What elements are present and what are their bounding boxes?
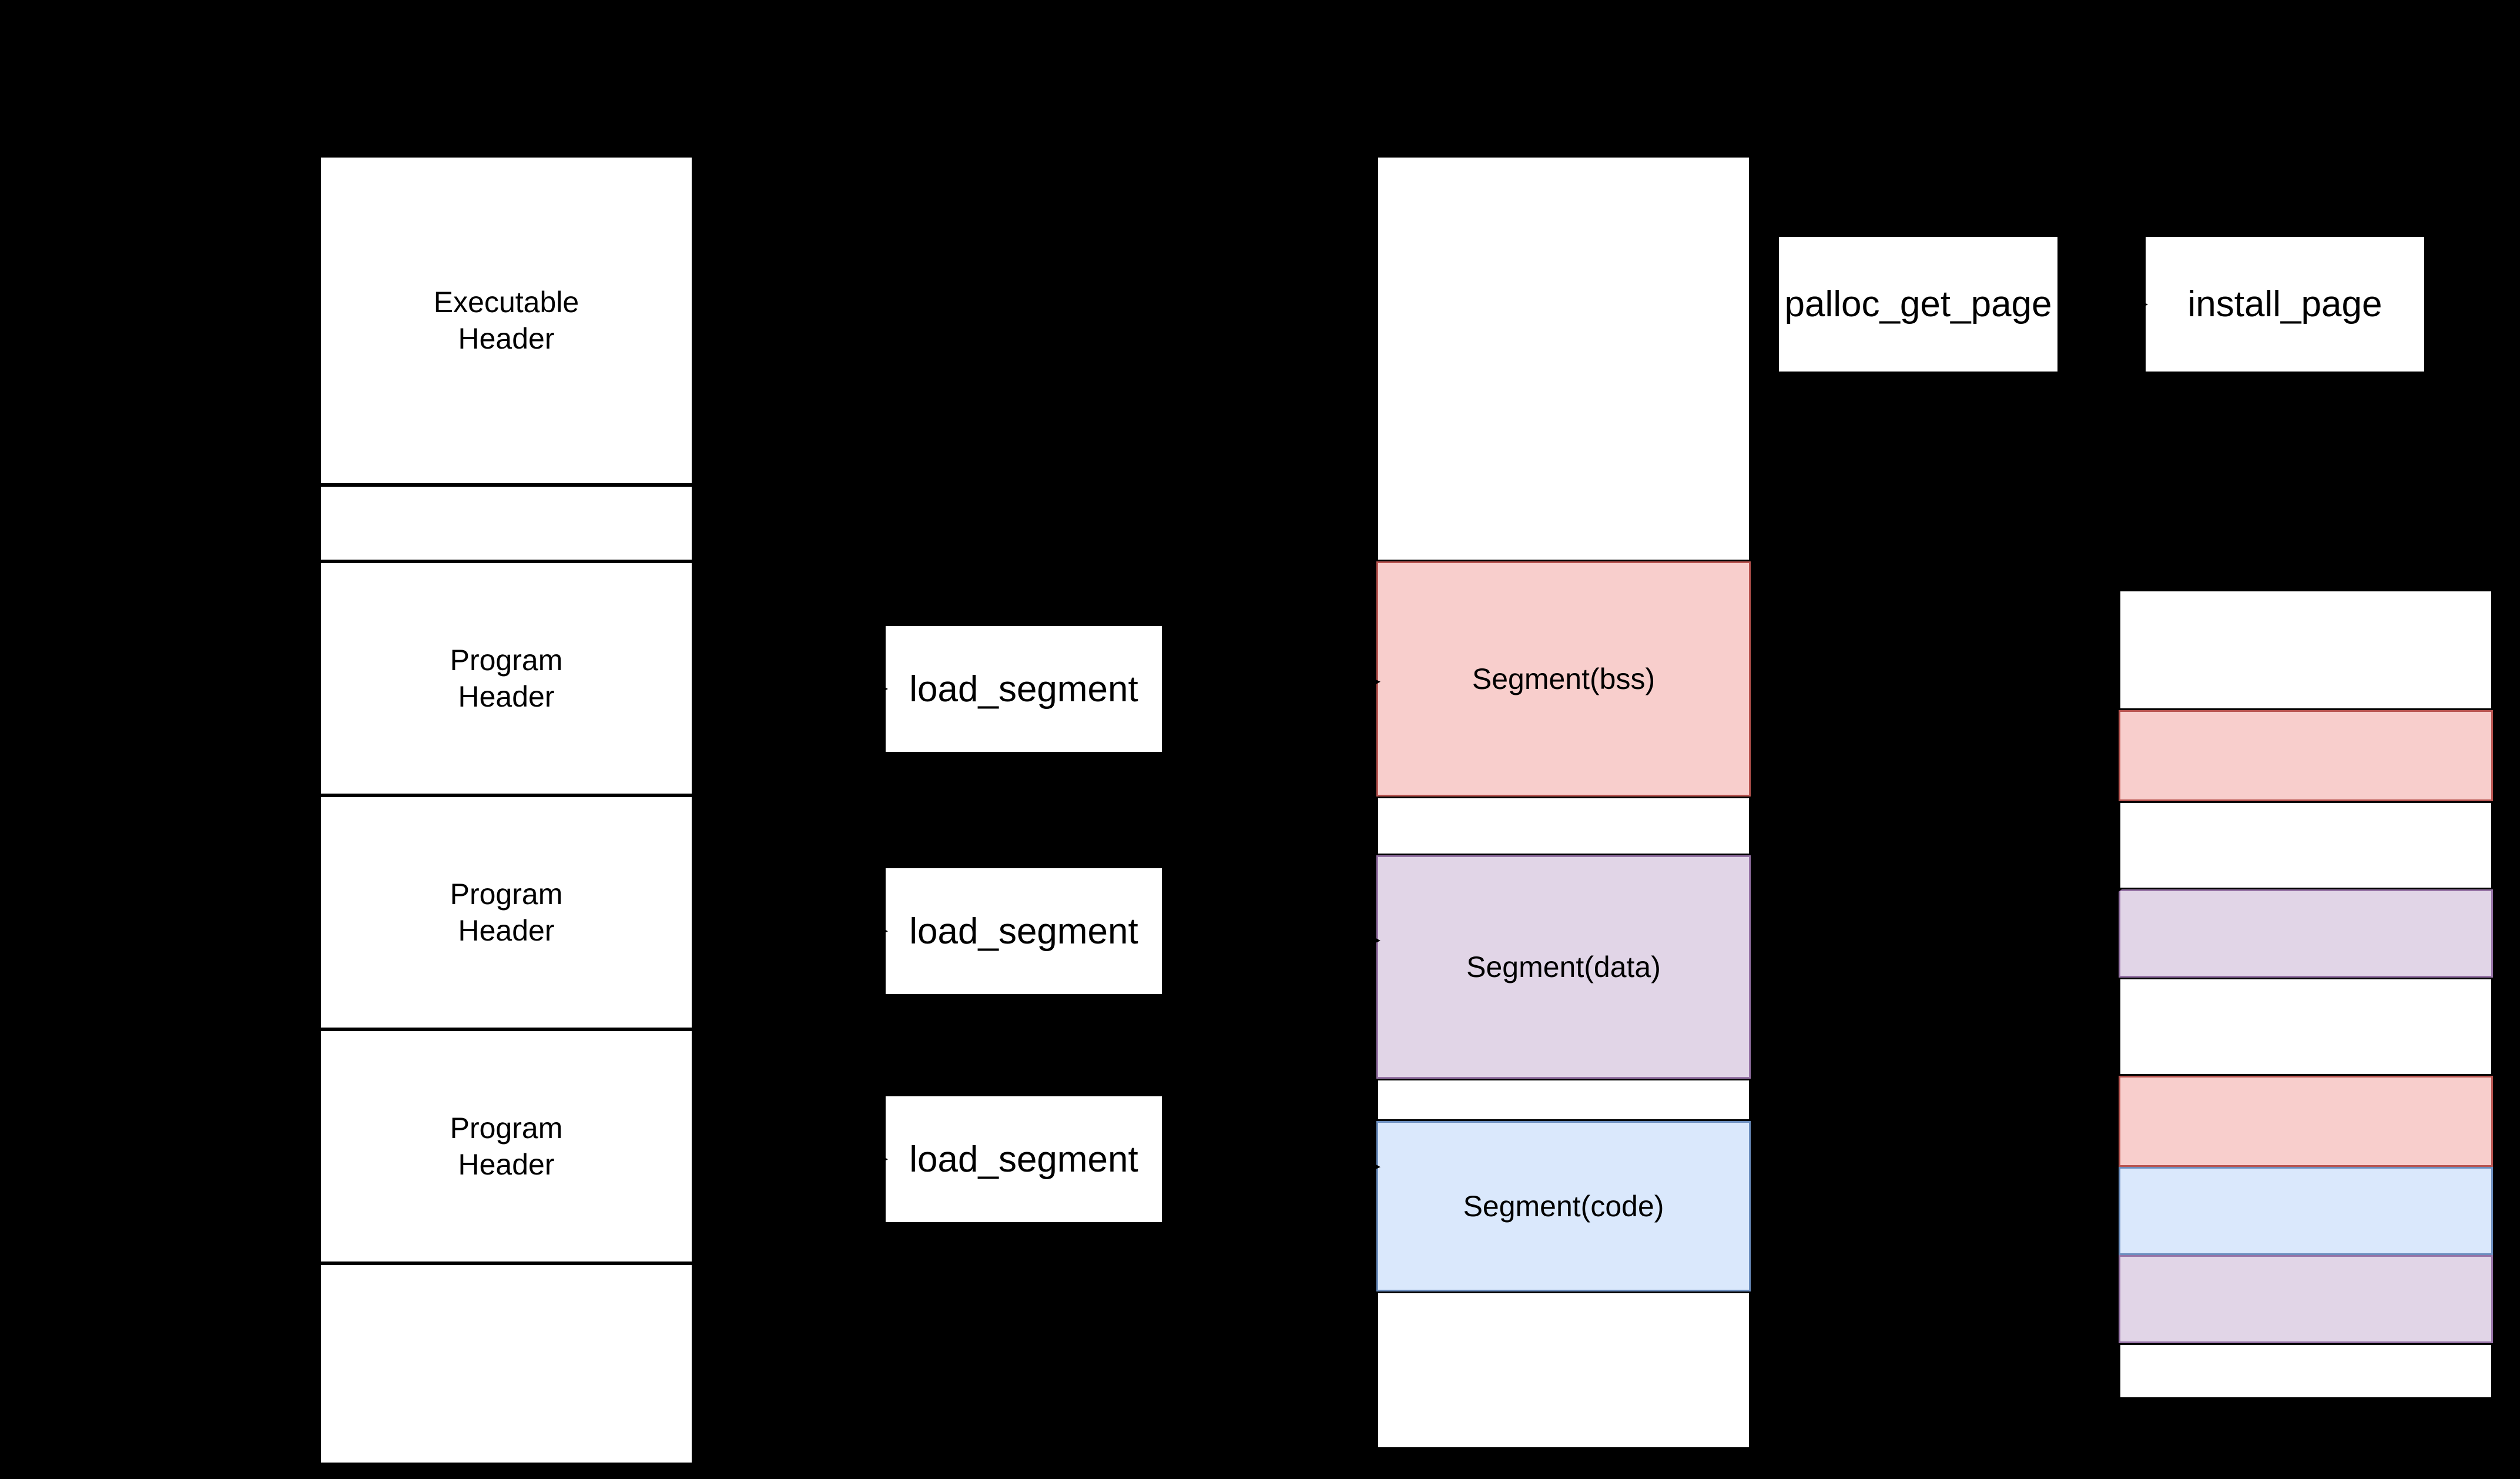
physical-frame-data-1[interactable]	[2119, 889, 2493, 978]
arrow-data-to-palloc	[1751, 372, 1870, 943]
load-segment-2[interactable]: load_segment	[884, 866, 1164, 996]
virtual-memory-layout: Segment(bss) Segment(data) Segment(code)	[1376, 156, 1751, 1449]
executable-file-layout: Executable Header Program Header Program…	[319, 156, 693, 1464]
physical-frame-free-1[interactable]	[2119, 590, 2493, 710]
palloc-get-page-button[interactable]: palloc_get_page	[1777, 235, 2059, 373]
program-header-2[interactable]: Program Header	[319, 795, 693, 1029]
arrow-ls2-to-data	[1163, 921, 1380, 958]
elf-blank-cell-bottom[interactable]	[319, 1263, 693, 1464]
physical-frame-bss-2[interactable]	[2119, 1076, 2493, 1167]
physical-frame-free-2[interactable]	[2119, 801, 2493, 889]
arrow-ph3-to-ls3	[693, 1140, 888, 1177]
program-header-3[interactable]: Program Header	[319, 1029, 693, 1263]
physical-memory-frames	[2119, 590, 2493, 1399]
segment-code[interactable]: Segment(code)	[1376, 1121, 1751, 1291]
load-segment-1[interactable]: load_segment	[884, 624, 1164, 754]
arrow-ph2-to-ls2	[693, 911, 888, 949]
vm-blank-top[interactable]	[1376, 156, 1751, 561]
arrow-ls1-to-bss	[1163, 664, 1380, 702]
physical-frame-code-1[interactable]	[2119, 1167, 2493, 1255]
segment-data[interactable]: Segment(data)	[1376, 855, 1751, 1079]
elf-blank-cell-top[interactable]	[319, 485, 693, 561]
program-header-1[interactable]: Program Header	[319, 561, 693, 795]
vm-blank-bottom[interactable]	[1376, 1291, 1751, 1449]
install-page-button[interactable]: install_page	[2144, 235, 2426, 373]
arrow-ls3-to-code	[1163, 1147, 1380, 1184]
segment-bss[interactable]: Segment(bss)	[1376, 561, 1751, 797]
load-segment-3[interactable]: load_segment	[884, 1095, 1164, 1224]
physical-frame-free-4[interactable]	[2119, 1343, 2493, 1399]
physical-frame-free-3[interactable]	[2119, 978, 2493, 1076]
vm-gap-bss-data[interactable]	[1376, 797, 1751, 855]
physical-frame-data-2[interactable]	[2119, 1255, 2493, 1343]
physical-frame-bss-1[interactable]	[2119, 710, 2493, 801]
vm-gap-data-code[interactable]	[1376, 1079, 1751, 1121]
executable-header-cell[interactable]: Executable Header	[319, 156, 693, 485]
